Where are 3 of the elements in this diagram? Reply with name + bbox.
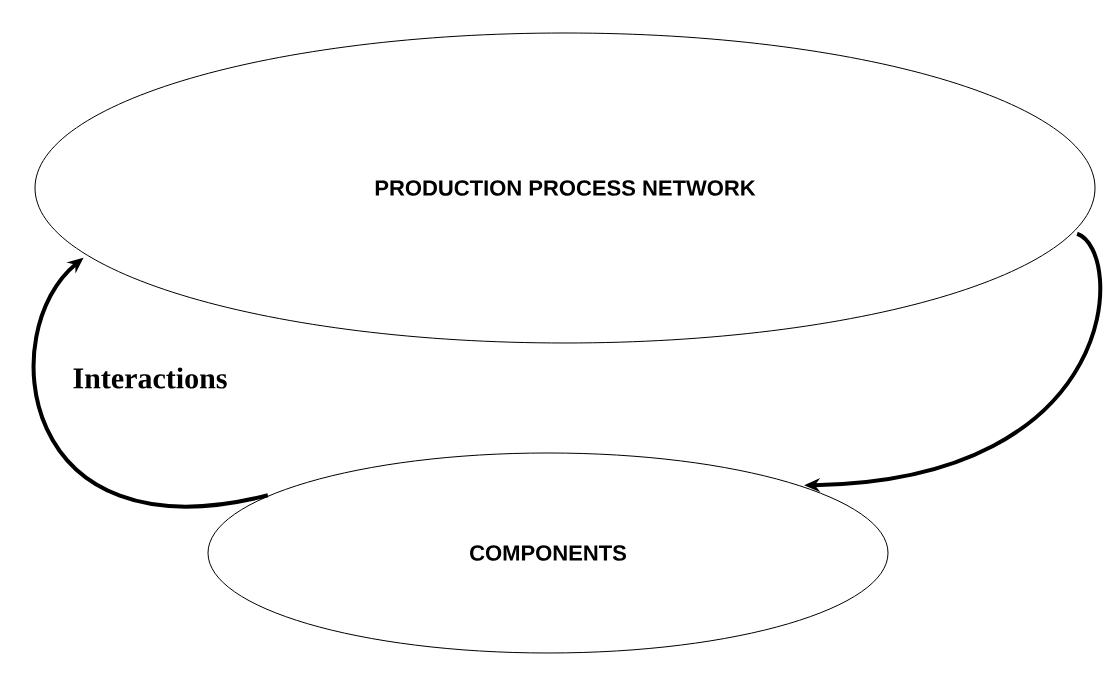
edge-label: Interactions [70, 365, 230, 391]
ellipse-node: PRODUCTION PROCESS NETWORK [34, 32, 1096, 344]
ellipse-node: COMPONENTS [207, 452, 889, 654]
